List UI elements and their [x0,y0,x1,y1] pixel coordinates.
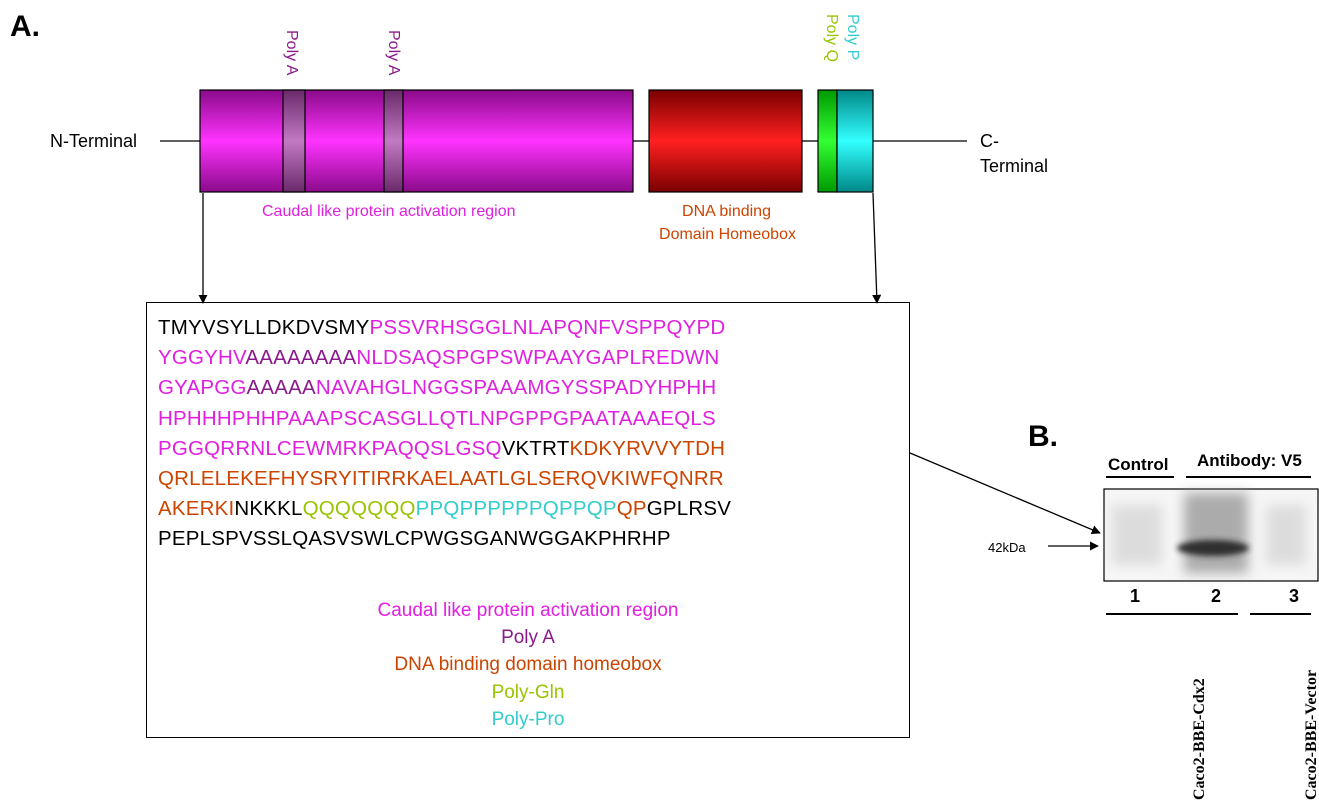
group-label-cdx2: Caco2-BBE-Cdx2 [1191,678,1208,800]
c-terminal-label-line1: C- [980,131,999,151]
dna-binding-label-line1: DNA binding [682,203,771,220]
legend-homeobox: DNA binding domain homeobox [394,654,662,675]
lane-number-3: 3 [1289,586,1300,606]
n-terminal-label: N-Terminal [50,131,138,151]
sequence-line: YGGYHVAAAAAAAANLDSAQSPGPSWPAAYGAPLREDWN [158,343,731,373]
arrow-to-blot [909,452,1101,535]
sequence-segment-polyQ: QQQQQQQ [302,497,416,521]
sequence-segment-activation: NLDSAQSPGPSWPAAYGAPLREDWN [356,346,720,370]
sequence-line: TMYVSYLLDKDVSMYPSSVRHSGGLNLAPQNFVSPPQYPD [158,313,731,343]
sequence-segment-polyA: AAAAA [246,376,316,400]
legend-poly-gln: Poly-Gln [491,682,565,703]
poly-p-label: Poly P [844,14,861,61]
sequence-line: HPHHHPHHPAAAPSCASGLLQTLNPGPPGPAATAAAEQLS [158,404,731,434]
activation-region-label: Caudal like protein activation region [262,203,516,220]
sequence-segment-homeobox: QP [616,497,647,521]
sequence-line: PEPLSPVSSLQASVSWLCPWGSGANWGGAKPHRHP [158,524,731,554]
sequence-segment-homeobox: AKERKI [158,497,235,521]
sequence-segment-activation: YGGYHV [158,346,246,370]
sequence-segment-black: NKKKL [234,497,303,521]
arrow-to-sequence-right [872,192,882,304]
sequence-segment-polyA: AAAAAAAA [245,346,357,370]
legend-poly-pro: Poly-Pro [491,709,565,730]
lane-number-1: 1 [1130,586,1141,606]
group-label-vector: Caco2-BBE-Vector [1303,669,1319,800]
sequence-segment-black: PEPLSPVSSLQASVSWLCPWGSGANWGGAKPHRHP [158,527,671,551]
poly-a-label-2: Poly A [385,30,402,76]
sequence-line: GYAPGGAAAAANAVAHGLNGGSPAAAMGYSSPADYHPHH [158,373,731,403]
poly-q-label: Poly Q [823,14,840,63]
sequence-segment-activation: GYAPGG [158,376,247,400]
sequence-segment-activation: PSSVRHSGGLNLAPQNFVSPPQYPD [369,316,726,339]
sequence-line: AKERKINKKKLQQQQQQQPPQPPPPPPQPPQPQPGPLRSV [158,494,731,524]
sequence-line: PGGQRRNLCEWMRKPAQQSLGSQVKTRTKDKYRVVYTDH [158,434,731,464]
sequence-segment-black: GPLRSV [646,497,732,521]
protein-sequence: TMYVSYLLDKDVSMYPSSVRHSGGLNLAPQNFVSPPQYPD… [158,313,731,555]
homeobox-box [648,89,803,193]
poly-a-label-1: Poly A [283,30,300,76]
marker-42kda-label: 42kDa [988,540,1026,555]
antibody-label: Antibody: V5 [1197,451,1302,470]
legend-activation: Caudal like protein activation region [377,600,679,621]
sequence-segment-activation: PGGQRRNLCEWMRKPAQQSLGSQ [158,436,502,460]
poly-a-segment-2 [383,89,404,193]
panel-a-label: A. [10,10,40,43]
lane-2-band-42kda [1177,540,1249,556]
sequence-line: QRLELEKEFHYSRYITIRRKAELAATLGLSERQVKIWFQN… [158,464,731,494]
c-terminal-label-line2: Terminal [980,156,1049,176]
sequence-segment-activation: NAVAHGLNGGSPAAAMGYSSPADYHPHH [315,376,717,400]
sequence-segment-polyP: PPQPPPPPPQPPQP [415,497,617,521]
lane-3-smear [1266,505,1306,565]
sequence-segment-black: VKTRT [501,436,570,460]
sequence-segment-black: TMYVSYLLDKDVSMY [158,316,370,339]
lane-1-smear [1112,505,1162,565]
activation-region-box [199,89,634,193]
control-label: Control [1108,455,1169,474]
poly-q-box [817,89,838,193]
lane-number-2: 2 [1211,586,1222,606]
sequence-segment-homeobox: KDKYRVVYTDH [569,436,726,460]
sequence-segment-activation: HPHHHPHHPAAAPSCASGLLQTLNPGPPGPAATAAAEQLS [158,406,716,430]
sequence-box [146,302,910,738]
western-blot [1103,476,1319,615]
panel-b-label: B. [1028,420,1058,453]
poly-a-segment-1 [282,89,306,193]
lane-2-smear [1184,493,1248,573]
dna-binding-label-line2: Domain Homeobox [659,226,796,243]
legend-poly-a: Poly A [501,627,555,648]
sequence-segment-homeobox: QRLELEKEFHYSRYITIRRKAELAATLGLSERQVKIWFQN… [158,467,724,491]
poly-p-box [836,89,874,193]
